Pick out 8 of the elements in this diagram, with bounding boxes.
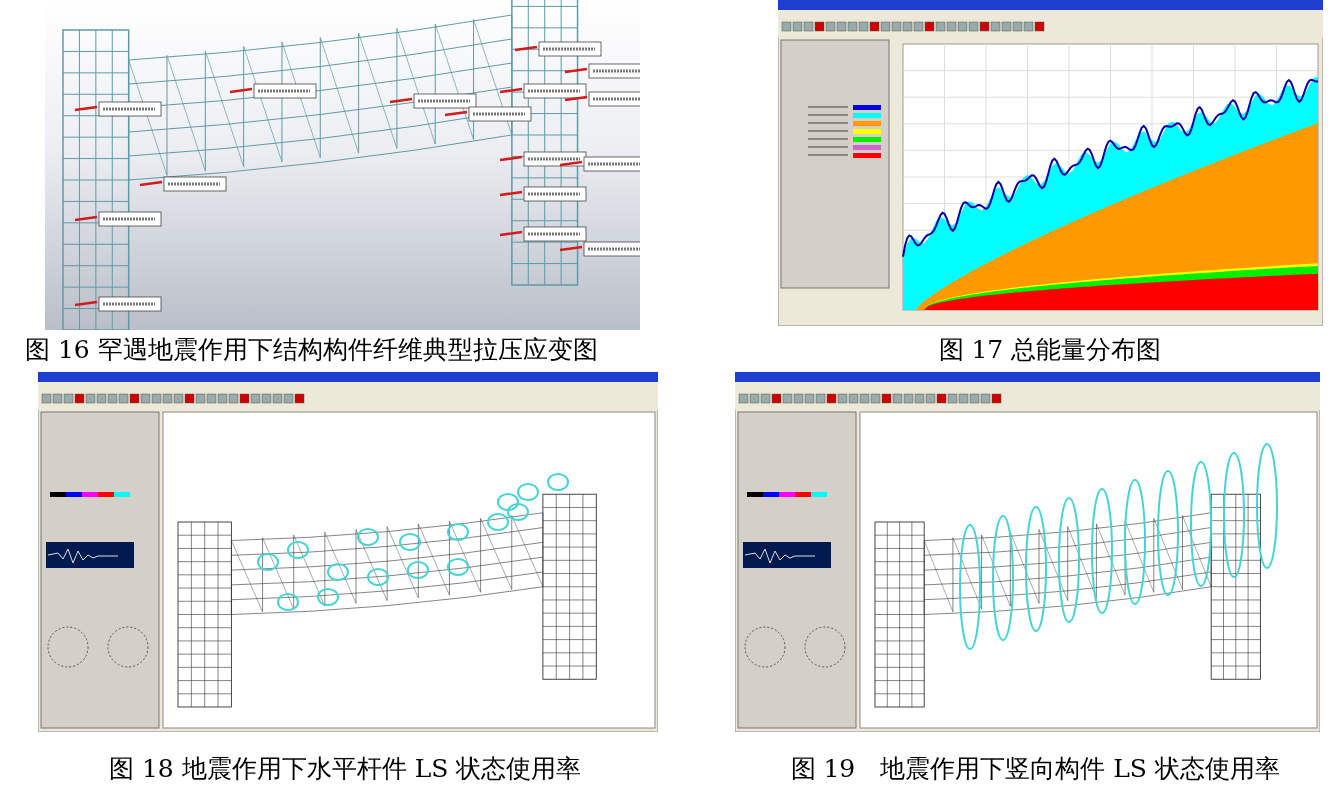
structure-strain-picture	[45, 0, 640, 330]
software-screenshot-picture	[778, 0, 1323, 326]
software-screenshot-picture	[735, 372, 1320, 732]
figure-caption: 图 16 罕遇地震作用下结构构件纤维典型拉压应变图	[25, 334, 598, 366]
figure-caption: 图 18 地震作用下水平杆件 LS 状态使用率	[109, 753, 582, 785]
figure-caption: 图 19 地震作用下竖向构件 LS 状态使用率	[790, 753, 1280, 785]
figure-caption: 图 17 总能量分布图	[938, 334, 1162, 366]
software-screenshot-picture	[38, 372, 658, 732]
